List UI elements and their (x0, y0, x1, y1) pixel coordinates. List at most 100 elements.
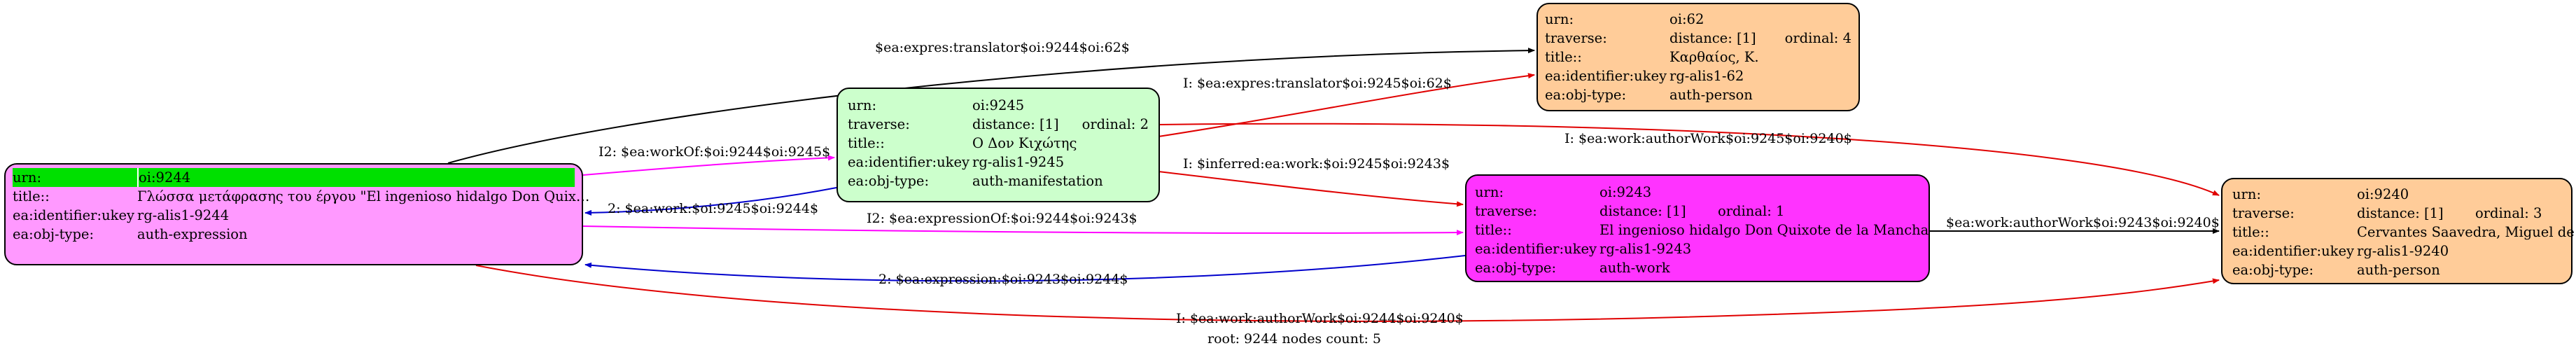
node-row-traverse: traverse: distance: [1] ordinal: 3 (2232, 204, 2561, 223)
node-row-ukey: ea:identifier:ukey rg-alis1-62 (1545, 67, 1851, 85)
edge-authorWork-9245-9240 (1158, 123, 2220, 196)
value-urn: oi:9240 (2357, 186, 2409, 202)
node-row-title: title:: El ingenioso hidalgo Don Quixote… (1475, 221, 1928, 239)
node-row-urn: urn: oi:9243 (1475, 183, 1920, 202)
key-type: ea:obj-type: (2232, 262, 2314, 278)
key-title: title:: (13, 188, 50, 204)
node-row-title: title:: Καρθαίος, Κ. (1545, 48, 1851, 67)
node-row-urn: urn: oi:9244 (13, 168, 575, 187)
key-type: ea:obj-type: (848, 173, 930, 189)
node-row-urn: urn: oi:62 (1545, 10, 1851, 29)
value-urn: oi:9243 (1600, 184, 1652, 200)
value-urn: oi:9244 (139, 169, 191, 186)
value-distance: distance: [1] (972, 116, 1059, 132)
value-type: auth-person (1670, 87, 1753, 103)
key-urn: urn: (13, 169, 42, 186)
key-ukey: ea:identifier:ukey (13, 207, 134, 223)
edge-label-inferred-9245-9243: I: $inferred:ea:work:$oi:9245$oi:9243$ (1183, 156, 1450, 172)
node-oi-9245[interactable]: urn: oi:9245 traverse: distance: [1] ord… (836, 88, 1160, 202)
node-row-traverse: traverse: distance: [1] ordinal: 4 (1545, 29, 1851, 48)
value-ordinal: ordinal: 4 (1784, 30, 1851, 46)
node-row-type: ea:obj-type: auth-person (1545, 85, 1851, 104)
value-title: Cervantes Saavedra, Miguel de (2357, 224, 2575, 240)
node-row-urn: urn: oi:9245 (848, 96, 1149, 115)
node-row-urn: urn: oi:9240 (2232, 185, 2561, 204)
key-title: title:: (1475, 222, 1512, 238)
value-ukey: rg-alis1-9243 (1600, 241, 1692, 257)
key-traverse: traverse: (2232, 205, 2295, 221)
row-separator (137, 168, 139, 187)
edge-workOf-9244-9245 (582, 155, 835, 176)
node-row-ukey: ea:identifier:ukey rg-alis1-9243 (1475, 239, 1920, 258)
edge-authorWork-9244-9240 (475, 265, 2220, 322)
value-ukey: rg-alis1-9240 (2357, 243, 2449, 259)
key-traverse: traverse: (1475, 203, 1537, 219)
edge-label-work-9245-9244: 2: $ea:work:$oi:9245$oi:9244$ (608, 201, 818, 216)
key-type: ea:obj-type: (1545, 87, 1627, 103)
edge-label-expressionOf-9244-9243: I2: $ea:expressionOf:$oi:9244$oi:9243$ (867, 211, 1138, 226)
node-row-title: title:: Cervantes Saavedra, Miguel de (2232, 223, 2575, 242)
node-row-ukey: ea:identifier:ukey rg-alis1-9245 (848, 153, 1149, 172)
edge-translator-9245-62 (1158, 73, 1535, 137)
value-title: Καρθαίος, Κ. (1670, 49, 1759, 65)
key-ukey: ea:identifier:ukey (1545, 68, 1667, 84)
key-title: title:: (2232, 224, 2269, 240)
node-oi-62[interactable]: urn: oi:62 traverse: distance: [1] ordin… (1536, 3, 1860, 111)
edge-label-authorWork-9243-9240: $ea:work:authorWork$oi:9243$oi:9240$ (1946, 215, 2220, 230)
edge-expressionOf-9244-9243 (582, 225, 1464, 236)
value-ordinal: ordinal: 1 (1718, 203, 1785, 219)
value-title: Ο Δον Κιχώτης (972, 135, 1077, 151)
node-row-type: ea:obj-type: auth-manifestation (848, 172, 1149, 190)
edge-label-translator-9245-62: I: $ea:expres:translator$oi:9245$oi:62$ (1183, 76, 1452, 91)
key-urn: urn: (1545, 11, 1574, 27)
node-row-ukey: ea:identifier:ukey rg-alis1-9240 (2232, 242, 2561, 260)
value-distance: distance: [1] (2357, 205, 2444, 221)
edge-work-9245-9244 (584, 187, 837, 216)
value-urn: oi:62 (1670, 11, 1704, 27)
value-type: auth-work (1600, 260, 1670, 276)
value-ukey: rg-alis1-62 (1670, 68, 1744, 84)
node-row-title: title:: Γλώσσα μετάφρασης του έργου "El … (13, 187, 589, 206)
node-row-ukey: ea:identifier:ukey rg-alis1-9244 (13, 206, 575, 225)
key-urn: urn: (848, 97, 877, 113)
key-ukey: ea:identifier:ukey (2232, 243, 2354, 259)
edge-label-authorWork-9245-9240: I: $ea:work:authorWork$oi:9245$oi:9240$ (1564, 131, 1852, 146)
key-ukey: ea:identifier:ukey (848, 154, 969, 170)
edge-inferred-9245-9243 (1158, 171, 1464, 207)
key-ukey: ea:identifier:ukey (1475, 241, 1597, 257)
key-title: title:: (848, 135, 885, 151)
value-ukey: rg-alis1-9244 (137, 207, 230, 223)
edge-expression-9243-9244 (584, 255, 1466, 282)
node-row-type: ea:obj-type: auth-work (1475, 258, 1920, 277)
key-type: ea:obj-type: (13, 226, 94, 242)
value-ordinal: ordinal: 2 (1082, 116, 1149, 132)
node-row-type: ea:obj-type: auth-person (2232, 260, 2561, 279)
graph-footer: root: 9244 nodes count: 5 (1208, 331, 1381, 347)
key-traverse: traverse: (848, 116, 910, 132)
key-type: ea:obj-type: (1475, 260, 1557, 276)
node-row-traverse: traverse: distance: [1] ordinal: 2 (848, 115, 1149, 134)
value-distance: distance: [1] (1600, 203, 1686, 219)
node-row-traverse: traverse: distance: [1] ordinal: 1 (1475, 202, 1920, 221)
edge-label-workOf-9244-9245: I2: $ea:workOf:$oi:9244$oi:9245$ (598, 144, 830, 160)
node-row-title: title:: Ο Δον Κιχώτης (848, 134, 1149, 153)
value-urn: oi:9245 (972, 97, 1025, 113)
value-type: auth-expression (137, 226, 248, 242)
node-row-type: ea:obj-type: auth-expression (13, 225, 575, 244)
edge-label-expression-9243-9244: 2: $ea:expression:$oi:9243$oi:9244$ (878, 272, 1128, 287)
value-title: El ingenioso hidalgo Don Quixote de la M… (1600, 222, 1929, 238)
value-title: Γλώσσα μετάφρασης του έργου "El ingenios… (137, 188, 590, 204)
value-ukey: rg-alis1-9245 (972, 154, 1065, 170)
key-traverse: traverse: (1545, 30, 1607, 46)
key-title: title:: (1545, 49, 1582, 65)
node-oi-9240[interactable]: urn: oi:9240 traverse: distance: [1] ord… (2221, 178, 2575, 284)
value-distance: distance: [1] (1670, 30, 1756, 46)
edge-label-translator-9244-62: $ea:expres:translator$oi:9244$oi:62$ (875, 40, 1130, 55)
key-urn: urn: (1475, 184, 1504, 200)
value-type: auth-manifestation (972, 173, 1103, 189)
value-ordinal: ordinal: 3 (2475, 205, 2542, 221)
key-urn: urn: (2232, 186, 2262, 202)
node-oi-9244[interactable]: urn: oi:9244 title:: Γλώσσα μετάφρασης τ… (4, 163, 589, 265)
value-type: auth-person (2357, 262, 2440, 278)
node-oi-9243[interactable]: urn: oi:9243 traverse: distance: [1] ord… (1465, 174, 1930, 282)
